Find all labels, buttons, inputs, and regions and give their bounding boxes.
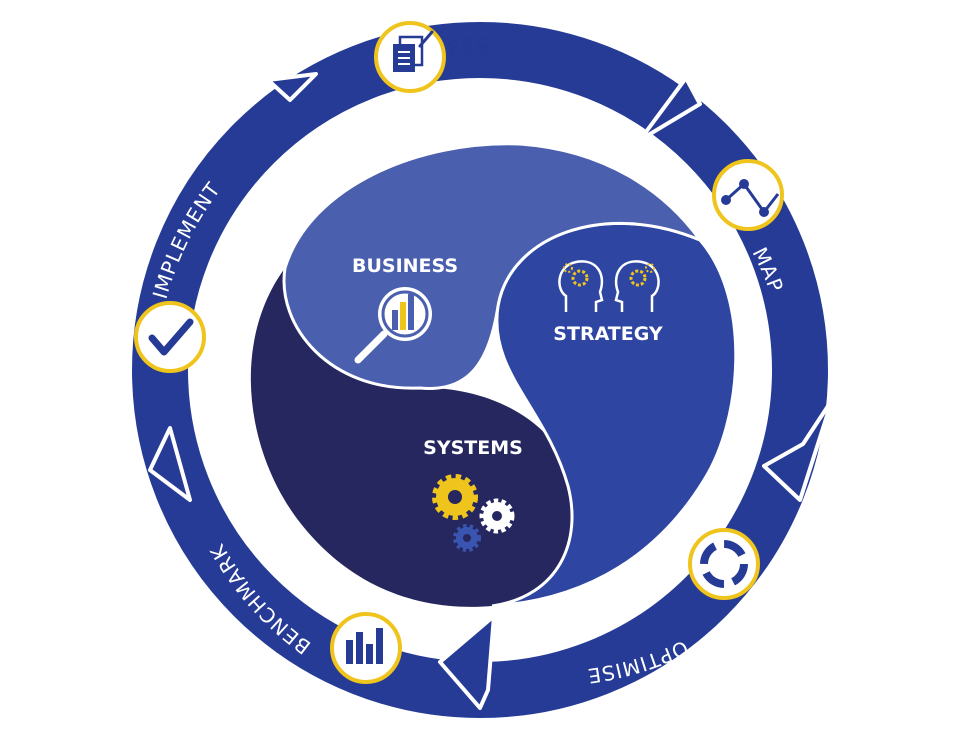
- documents-icon: [374, 21, 446, 93]
- arrow-head-implement: [266, 72, 318, 102]
- checkmark-icon: [134, 301, 206, 373]
- line-graph-icon: [712, 159, 784, 231]
- lifebuoy-icon: [688, 528, 760, 600]
- arrow-head-map: [762, 398, 834, 502]
- pillar-business-label: BUSINESS: [352, 255, 458, 277]
- magnifier-chart-icon: [354, 287, 432, 364]
- pillars: [250, 142, 738, 608]
- pillar-systems-label: SYSTEMS: [423, 437, 523, 459]
- heads-gears-icon: [558, 260, 660, 312]
- gears-icon: [432, 474, 515, 552]
- step-badges: [134, 21, 784, 684]
- arrow-head-assess: [638, 76, 702, 142]
- arrow-head-optimise: [438, 614, 496, 710]
- pillar-strategy-label: STRATEGY: [553, 323, 663, 345]
- ring-arrows: [148, 72, 834, 710]
- arrow-head-benchmark: [148, 426, 192, 502]
- bar-chart-icon: [330, 612, 402, 684]
